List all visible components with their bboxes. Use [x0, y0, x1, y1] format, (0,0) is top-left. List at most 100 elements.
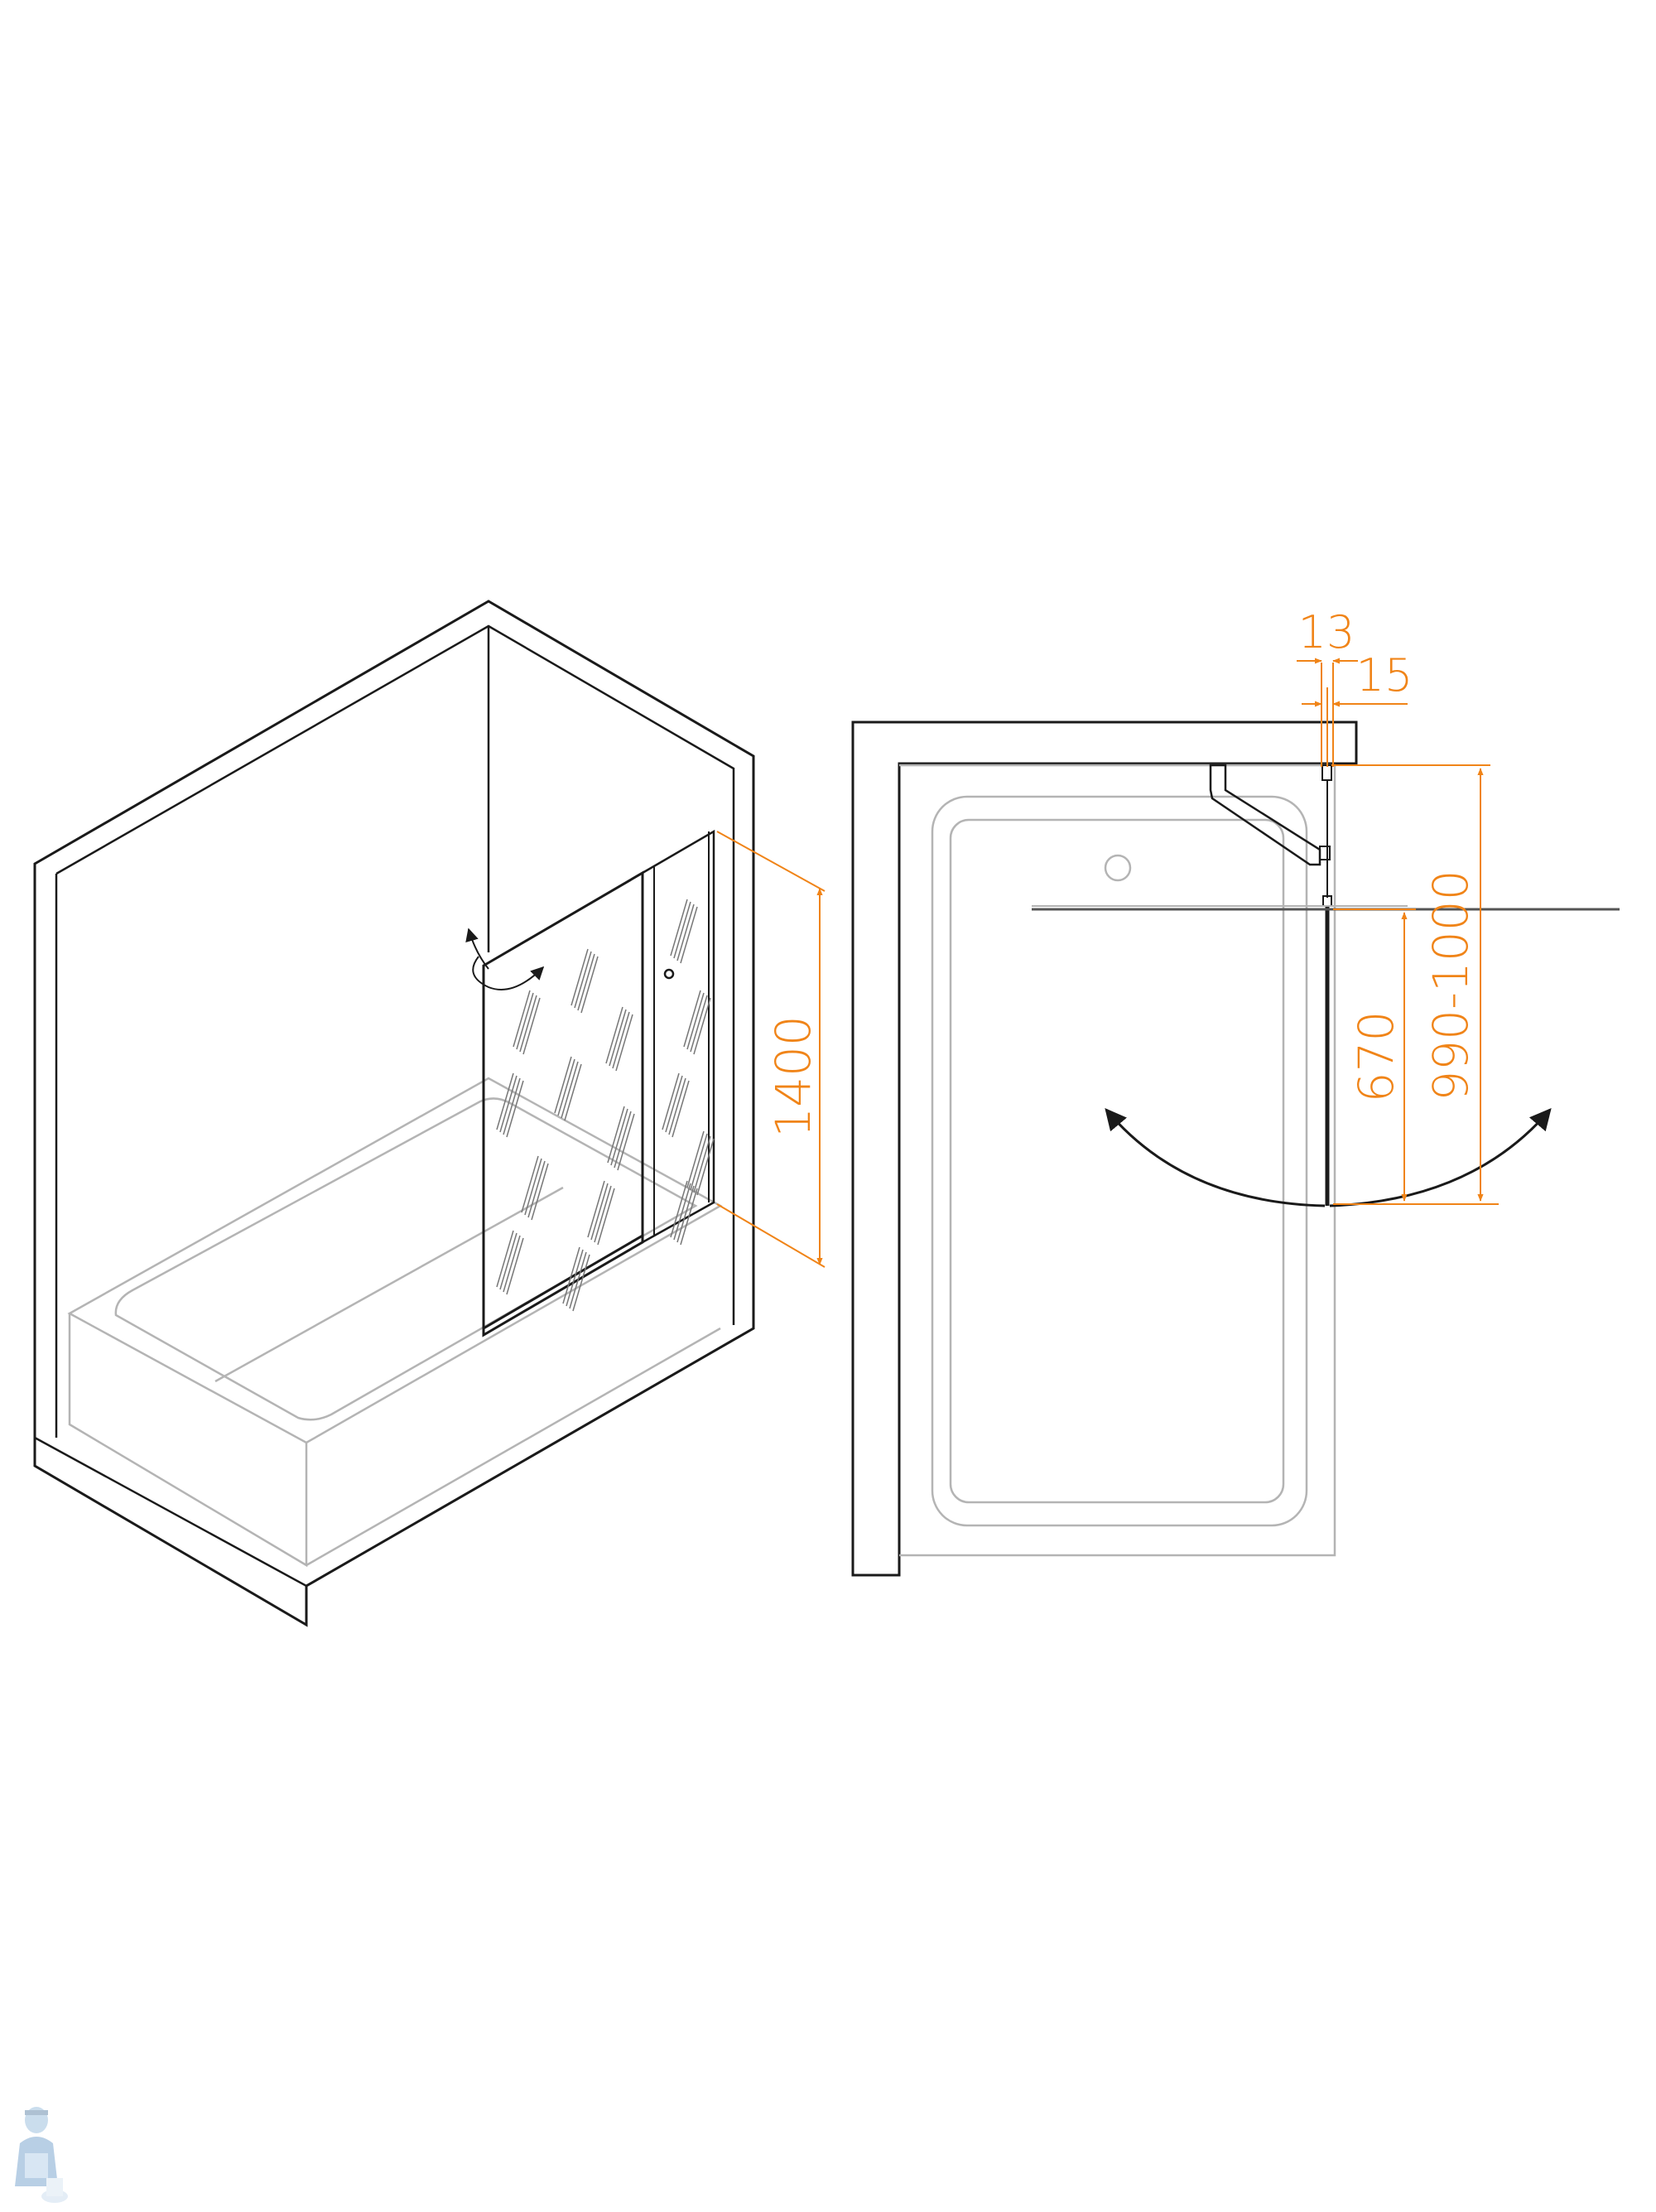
knob-icon [663, 968, 675, 980]
glass-pattern-stroke [503, 1077, 521, 1135]
plan-view: 13 15 670 990-1000 [851, 606, 1620, 1577]
glass-pattern-stroke [607, 1106, 625, 1164]
bathtub-inner-basin [114, 1097, 698, 1421]
glass-pattern-stroke [690, 995, 708, 1053]
glass-pattern-stroke [609, 1009, 627, 1067]
glass-pattern-stroke [503, 1235, 521, 1293]
glass-pattern-stroke [696, 1138, 715, 1196]
wall-inner-edge [55, 624, 735, 1325]
floor-plinth [34, 1327, 754, 1588]
glass-pattern-stroke [670, 1180, 688, 1238]
glass-pattern-stroke [506, 1080, 524, 1138]
height-label: 1400 [765, 1015, 821, 1138]
glass-pattern-stroke [572, 1254, 590, 1312]
panel-depth-label: 670 [1348, 1011, 1404, 1103]
glass-pattern-stroke [617, 1113, 635, 1171]
glass-pattern [496, 899, 715, 1312]
wall-outline [33, 600, 755, 1627]
swing-arc-right [1329, 1108, 1552, 1207]
glass-pattern-stroke [519, 995, 537, 1053]
glass-pattern-stroke [527, 1160, 546, 1218]
isometric-view: 1400 [33, 600, 826, 1627]
glass-pattern-stroke [693, 1135, 711, 1193]
wall-plan-outline [851, 720, 1358, 1577]
glass-pattern-stroke [612, 1011, 630, 1069]
swing-arrow-small [472, 956, 545, 990]
glass-pattern-stroke [590, 1183, 609, 1241]
glass-pattern-stroke [496, 1230, 514, 1288]
dimension-total-width: 990-1000 [1331, 764, 1490, 1202]
glass-pattern-stroke [670, 899, 688, 957]
glass-pattern-stroke [554, 1056, 572, 1114]
glass-pattern-stroke [499, 1232, 518, 1290]
wall-profile-plan [1321, 764, 1332, 781]
glass-pattern-stroke [496, 1072, 514, 1130]
glass-pattern-stroke [693, 997, 711, 1055]
height-extension-bottom [716, 1203, 826, 1268]
panel-bottom-rail [483, 1234, 643, 1330]
glass-pattern-stroke [614, 1111, 632, 1169]
bathtub-plan-basin [949, 818, 1285, 1504]
glass-screen [465, 829, 715, 1337]
glass-pattern-stroke [561, 1061, 579, 1119]
glass-pattern-stroke [668, 1077, 686, 1135]
gap-a-label: 13 [1298, 606, 1355, 658]
glass-pattern-stroke [680, 906, 698, 964]
dimension-height: 1400 [716, 831, 826, 1268]
dimension-panel-depth: 670 [1333, 908, 1499, 1205]
bathtub-plan [899, 764, 1336, 1557]
glass-pattern-stroke [569, 1251, 587, 1309]
glass-pattern-stroke [516, 992, 534, 1050]
glass-pattern-stroke [531, 1163, 549, 1221]
bathtub-plan-outer [899, 764, 1336, 1557]
glass-pattern-stroke [577, 953, 595, 1011]
glass-pattern-stroke [580, 956, 599, 1014]
glass-pattern-stroke [597, 1188, 615, 1246]
dimension-gaps [1297, 658, 1408, 767]
bathtub-basin-floor [214, 1186, 564, 1383]
support-bracket-plan [1319, 846, 1331, 860]
glass-pattern-stroke [665, 1075, 683, 1133]
glass-pattern-stroke [522, 997, 541, 1055]
glass-pattern-stroke [686, 1130, 705, 1188]
swing-arc-left [1105, 1108, 1326, 1207]
height-extension-top [716, 831, 826, 892]
swing-arrow-small-back [465, 928, 489, 970]
gap-b-label: 15 [1356, 649, 1413, 701]
bathtub-rim [67, 1077, 723, 1444]
bathtub-plan-rim [931, 795, 1308, 1527]
glass-pattern-stroke [605, 1006, 623, 1064]
glass-pattern-stroke [683, 990, 701, 1048]
bathtub-side-face [306, 1327, 721, 1567]
glass-pattern-stroke [521, 1155, 539, 1213]
glass-pattern-stroke [557, 1058, 575, 1116]
support-bar-plan [1209, 764, 1321, 866]
glass-pattern-stroke [562, 1246, 580, 1304]
bathtub-front-face [68, 1313, 308, 1568]
glass-pattern-stroke [506, 1237, 524, 1295]
glass-pattern-stroke [676, 904, 695, 961]
glass-pattern-stroke [676, 1185, 695, 1243]
glass-pattern-stroke [566, 1249, 584, 1307]
glass-pattern-stroke [499, 1075, 518, 1133]
glass-pattern-stroke [686, 992, 705, 1050]
glass-pattern-stroke [513, 990, 531, 1048]
drain-icon [1104, 854, 1132, 882]
glass-pattern-stroke [672, 1080, 690, 1138]
glass-pattern-stroke [570, 948, 589, 1006]
glass-pattern-stroke [524, 1158, 542, 1216]
glass-pattern-stroke [673, 901, 691, 959]
glass-pattern-stroke [680, 1188, 698, 1246]
total-width-label: 990-1000 [1423, 870, 1479, 1101]
glass-pattern-stroke [587, 1180, 605, 1238]
glass-pattern-stroke [564, 1063, 582, 1121]
glass-pattern-stroke [594, 1185, 612, 1243]
glass-pattern-stroke [574, 951, 592, 1009]
plumber-mascot-icon [15, 2107, 68, 2203]
fixed-panel [642, 829, 715, 1244]
glass-pattern-stroke [673, 1183, 691, 1241]
glass-pattern-stroke [662, 1072, 680, 1130]
glass-pattern-stroke [610, 1108, 628, 1166]
